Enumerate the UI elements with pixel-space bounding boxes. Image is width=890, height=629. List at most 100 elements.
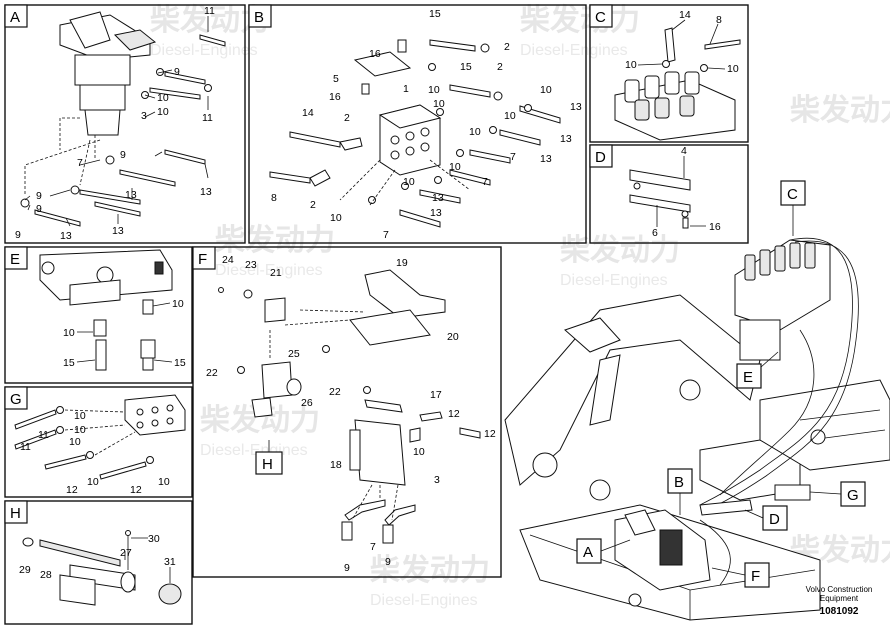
panel-f: F H 24 xyxy=(192,246,502,578)
watermark-cn: 柴发动力 xyxy=(370,554,490,587)
callout-30: 30 xyxy=(148,533,160,545)
hose-set-a xyxy=(20,34,226,227)
watermark-en: Diesel-Engines xyxy=(560,272,668,289)
callout-10: 10 xyxy=(172,298,184,310)
callout-10: 10 xyxy=(540,84,552,96)
footer: Volvo Construction Equipment 1081092 xyxy=(806,585,873,617)
watermark-en: Diesel-Engines xyxy=(520,42,628,59)
callout-box-h-label: H xyxy=(262,456,273,473)
callout-11: 11 xyxy=(38,429,49,441)
panel-b-callouts: 15 16 2 5 15 2 16 1 10 10 13 14 2 10 10 … xyxy=(271,8,582,241)
manifold-drawing xyxy=(14,394,186,480)
panel-b-label: B xyxy=(254,9,264,26)
overview-label-g: G xyxy=(847,487,859,504)
panel-e-frame xyxy=(4,246,193,384)
watermark-cn: 柴发动力 xyxy=(790,94,890,127)
panel-e-callouts: 10 10 15 15 xyxy=(63,298,186,369)
callout-15: 15 xyxy=(429,8,441,20)
callout-10: 10 xyxy=(157,106,169,118)
panel-c-callouts: 14 8 10 10 xyxy=(625,9,739,75)
panel-e-label-box xyxy=(4,246,28,270)
callout-8: 8 xyxy=(271,192,277,204)
callout-16: 16 xyxy=(329,91,341,103)
panel-a-callouts: 11 9 10 3 10 11 7 9 9 13 9 13 9 13 13 xyxy=(15,5,215,242)
panel-a-frame xyxy=(4,4,246,244)
panel-c-label: C xyxy=(595,9,606,26)
panel-d-label-box xyxy=(589,144,613,168)
callout-10: 10 xyxy=(74,424,86,436)
watermark-en: Diesel-Engines xyxy=(370,592,478,609)
callout-25: 25 xyxy=(288,348,300,360)
footer-drawing-number: 1081092 xyxy=(820,606,859,617)
panel-c: C 14 8 10 10 xyxy=(589,4,749,143)
callout-13: 13 xyxy=(560,133,572,145)
callout-16: 16 xyxy=(369,48,381,60)
callout-11: 11 xyxy=(20,441,31,453)
callout-10: 10 xyxy=(330,212,342,224)
callout-9: 9 xyxy=(120,149,126,161)
callout-13: 13 xyxy=(200,186,212,198)
panel-a-label: A xyxy=(10,9,20,26)
overview-label-f: F xyxy=(751,568,760,585)
watermark-layer: 柴发动力 Diesel-Engines 柴发动力 Diesel-Engines … xyxy=(150,4,890,609)
callout-15: 15 xyxy=(63,357,75,369)
callout-26: 26 xyxy=(301,397,313,409)
panel-f-frame xyxy=(192,246,502,578)
pedal-assembly-drawing xyxy=(24,11,157,195)
callout-22: 22 xyxy=(329,386,341,398)
pedal-switch-drawing xyxy=(218,269,481,544)
callout-10: 10 xyxy=(625,59,637,71)
callout-10: 10 xyxy=(403,176,415,188)
overview-label-c: C xyxy=(787,186,798,203)
callout-9: 9 xyxy=(36,203,42,215)
callout-2: 2 xyxy=(497,61,503,73)
callout-2: 2 xyxy=(344,112,350,124)
watermark-cn: 柴发动力 xyxy=(560,234,680,267)
callout-12: 12 xyxy=(484,428,496,440)
overview-label-e: E xyxy=(743,369,753,386)
callout-16: 16 xyxy=(709,221,721,233)
panel-c-frame xyxy=(589,4,749,143)
hose-set-b xyxy=(269,39,561,228)
panel-h: H 30 27 29 28 31 xyxy=(4,500,193,625)
callout-22: 22 xyxy=(206,367,218,379)
callout-7: 7 xyxy=(482,176,488,188)
overview-label-b: B xyxy=(674,474,684,491)
callout-27: 27 xyxy=(120,547,132,559)
overview-label-a-box xyxy=(576,538,602,564)
callout-10: 10 xyxy=(449,161,461,173)
callout-10: 10 xyxy=(157,92,169,104)
bracket-drawing xyxy=(629,169,691,229)
callout-10: 10 xyxy=(469,126,481,138)
valve-stack-drawing xyxy=(614,27,741,141)
callout-18: 18 xyxy=(330,459,342,471)
callout-7: 7 xyxy=(370,541,376,553)
callout-13: 13 xyxy=(60,230,72,242)
callout-14: 14 xyxy=(679,9,691,21)
callout-10: 10 xyxy=(87,476,99,488)
valve-block-drawing xyxy=(353,39,442,176)
panel-a-label-box xyxy=(4,4,28,28)
panel-e: E 10 10 15 15 xyxy=(4,246,193,384)
panel-d-label: D xyxy=(595,149,606,166)
callout-10: 10 xyxy=(158,476,170,488)
panel-b: B xyxy=(248,4,587,244)
panel-g-callouts: 10 10 11 11 10 12 10 12 10 xyxy=(20,410,170,496)
callout-19: 19 xyxy=(396,257,408,269)
callout-9: 9 xyxy=(344,562,350,574)
callout-2: 2 xyxy=(310,199,316,211)
callout-14: 14 xyxy=(302,107,314,119)
panel-h-callouts: 30 27 29 28 31 xyxy=(19,533,176,583)
callout-9: 9 xyxy=(15,229,21,241)
watermark-en: Diesel-Engines xyxy=(215,262,323,279)
callout-11: 11 xyxy=(202,112,213,124)
callout-6: 6 xyxy=(652,227,658,239)
overview-label-b-box xyxy=(667,468,693,494)
panel-d: D 4 6 16 xyxy=(589,144,749,244)
callout-13: 13 xyxy=(112,225,124,237)
watermark-en: Diesel-Engines xyxy=(150,42,258,59)
callout-7: 7 xyxy=(510,151,516,163)
panel-h-label: H xyxy=(10,505,21,522)
callout-13: 13 xyxy=(430,207,442,219)
